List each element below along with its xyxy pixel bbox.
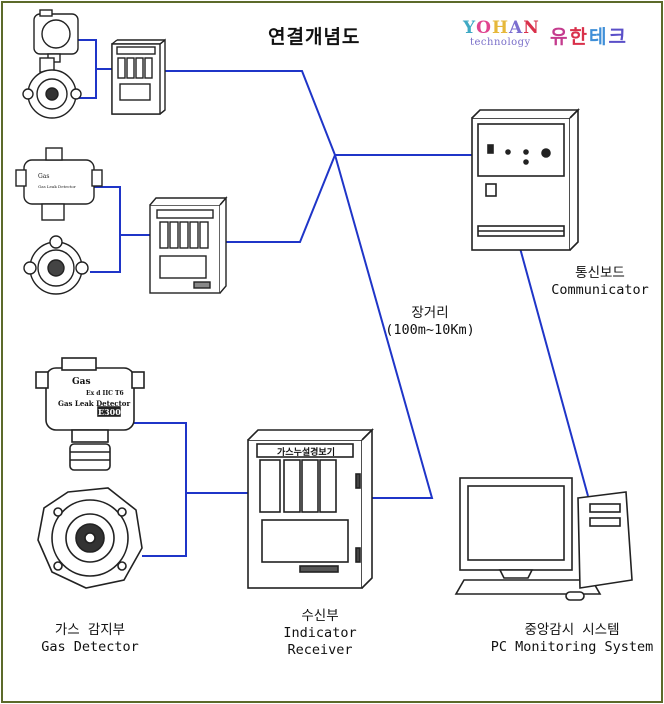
logo-letter: Y	[463, 18, 477, 38]
logo-letter: A	[509, 18, 524, 38]
detector-gas-text: Gas	[72, 377, 91, 387]
detector-small-1	[33, 9, 79, 63]
detector-small-2	[22, 57, 82, 119]
gas-detector-ko: 가스 감지부	[54, 622, 126, 638]
detector-large-text: Gas Ex d IIC T6 Gas Leak Detector E300	[58, 377, 130, 417]
logo-korean-letter: 크	[608, 26, 628, 48]
logo-letter: H	[491, 18, 510, 38]
gas-detector-round	[37, 487, 143, 589]
yohan-logo: YOHAN	[463, 18, 540, 38]
trunk-wire-to-receiver	[334, 154, 434, 499]
distance-ko: 장거리	[411, 305, 449, 321]
pc-monitoring-system	[454, 477, 633, 601]
monitoring-label: 중앙감시 시스템 PC Monitoring System	[484, 622, 660, 656]
wire-group1	[78, 39, 97, 99]
wire-group2	[90, 186, 121, 273]
gas-detector-label: 가스 감지부 Gas Detector	[30, 622, 150, 656]
distance-range: (100m~10Km)	[385, 322, 475, 338]
monitoring-en: PC Monitoring System	[490, 639, 654, 655]
receiver-en-1: Indicator	[283, 625, 357, 641]
logo-korean-letter: 한	[569, 26, 589, 48]
detector-medium-2	[23, 235, 89, 295]
trunk-wire-long	[226, 154, 336, 243]
logo-letter: O	[476, 18, 492, 38]
panel-small-1	[111, 38, 166, 115]
distance-label: 장거리 (100m~10Km)	[380, 305, 480, 339]
communicator-ko: 통신보드	[575, 265, 625, 281]
monitoring-ko: 중앙감시 시스템	[524, 622, 620, 638]
receiver-en-2: Receiver	[287, 642, 353, 658]
diagram-title: 연결개념도	[268, 26, 361, 48]
communicator-cabinet	[471, 108, 580, 251]
svg-text:Gas Leak Detector: Gas Leak Detector	[38, 184, 76, 189]
panel-medium-2	[149, 196, 228, 294]
gas-detector-en: Gas Detector	[41, 639, 139, 655]
communicator-en: Communicator	[551, 282, 649, 298]
svg-text:Gas: Gas	[38, 173, 49, 180]
receiver-ko: 수신부	[301, 608, 339, 624]
gas-leak-detector-large	[35, 357, 145, 471]
detector-name-text: Gas Leak Detector	[58, 399, 130, 408]
trunk-wire-top	[165, 70, 472, 156]
wire-group3	[134, 422, 187, 557]
logo-korean-letter: 테	[588, 26, 609, 48]
communicator-label: 통신보드 Communicator	[540, 265, 660, 299]
detector-type-text: Ex d IIC T6	[86, 390, 124, 397]
receiver-panel-label: 가스누설경보기	[277, 446, 335, 458]
logo-korean-name: 유한테크	[550, 22, 628, 49]
receiver-label: 수신부 Indicator Receiver	[270, 608, 370, 659]
communicator-to-pc-wire	[519, 247, 589, 497]
indicator-receiver-panel	[247, 428, 374, 589]
logo-tagline: technology	[470, 37, 531, 48]
detector-model-text: E300	[98, 407, 121, 417]
logo-korean-letter: 유	[550, 26, 570, 48]
logo-letter: N	[523, 18, 540, 38]
detector-medium-1: Gas Gas Leak Detector	[15, 147, 103, 221]
